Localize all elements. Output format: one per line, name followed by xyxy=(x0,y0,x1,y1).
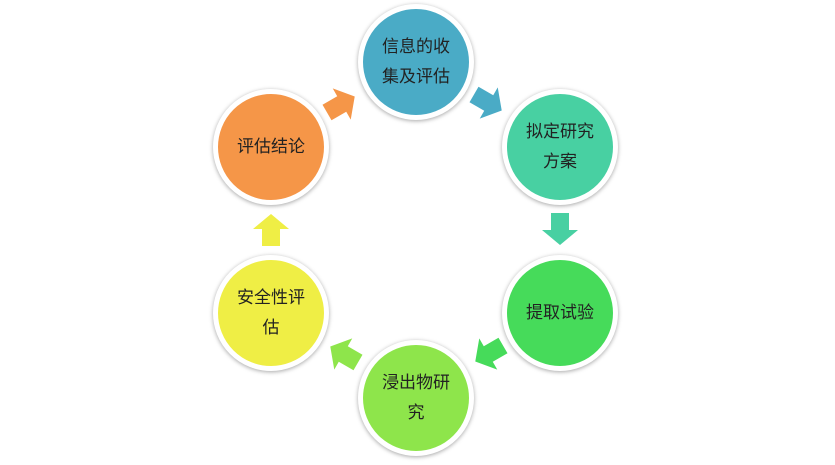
arrow-icon xyxy=(542,213,578,245)
arrow-icon xyxy=(322,88,355,121)
step-label-line: 安全性评 xyxy=(237,288,305,308)
arrow-icon xyxy=(475,337,508,370)
arrow-icon xyxy=(253,214,289,246)
step-label-line: 拟定研究 xyxy=(526,122,594,142)
arrow-icon xyxy=(469,86,502,119)
step-label-line: 究 xyxy=(407,403,425,423)
step-label-line: 评估结论 xyxy=(237,137,305,157)
step-extraction: 提取试验 xyxy=(502,255,618,371)
step-conclusion: 评估结论 xyxy=(213,89,329,205)
step-leachables: 浸出物研 究 xyxy=(358,340,474,456)
step-label-line: 提取试验 xyxy=(526,303,594,323)
step-label-line: 集及评估 xyxy=(382,67,450,87)
step-safety-assessment: 安全性评 估 xyxy=(213,255,329,371)
step-label-line: 方案 xyxy=(543,152,577,172)
step-info-collection: 信息的收 集及评估 xyxy=(358,4,474,120)
arrow-icon xyxy=(330,338,363,371)
step-label-line: 信息的收 xyxy=(382,37,450,57)
step-label-line: 估 xyxy=(262,318,280,338)
step-label-line: 浸出物研 xyxy=(382,373,450,393)
step-plan: 拟定研究 方案 xyxy=(502,89,618,205)
